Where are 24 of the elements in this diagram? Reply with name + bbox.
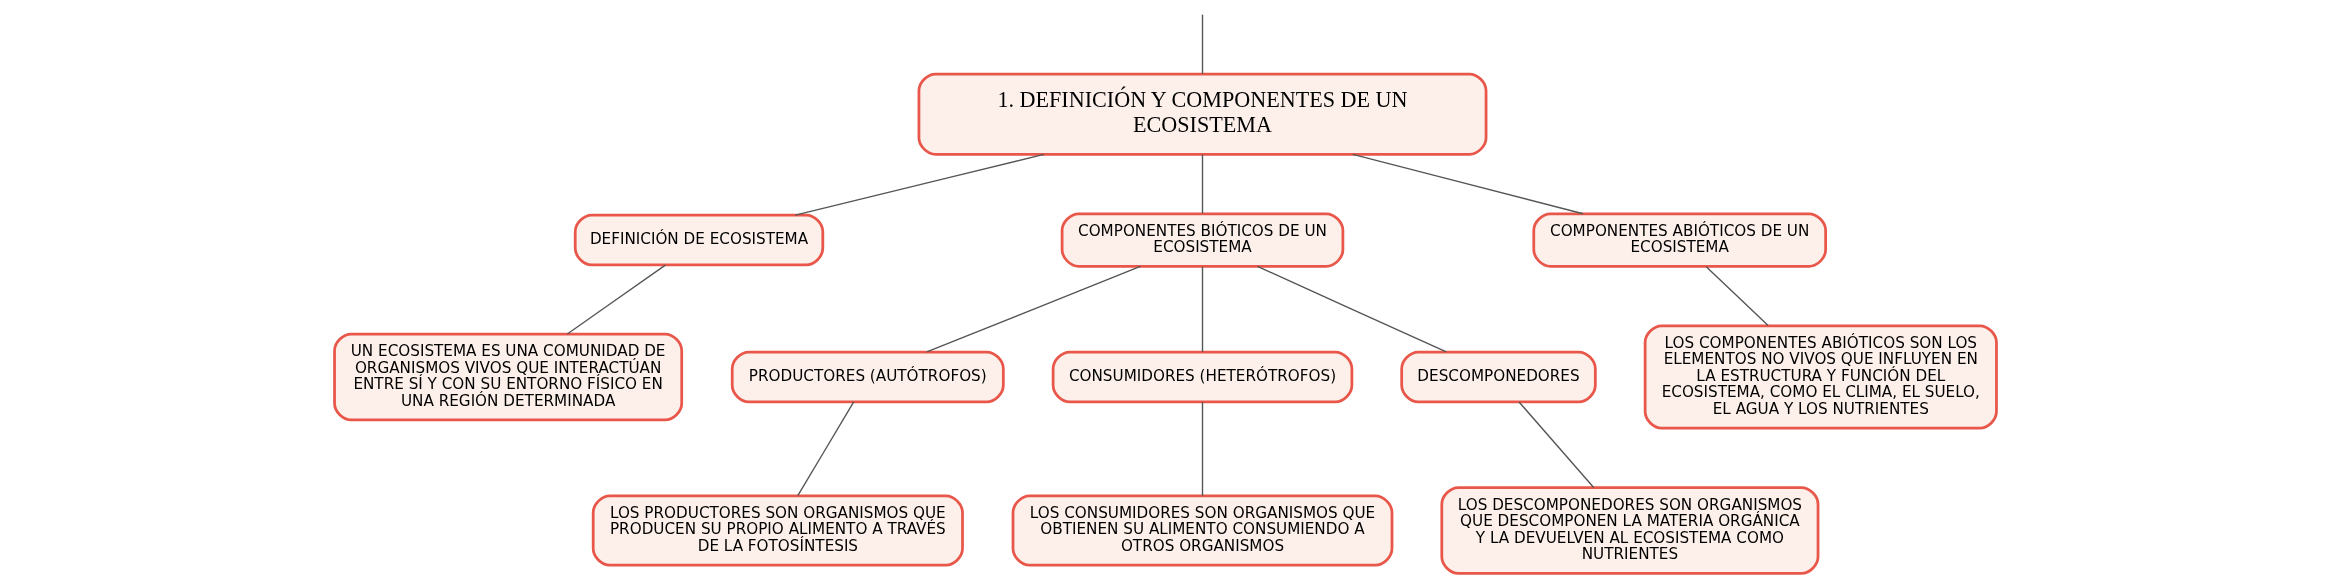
connector [1351,153,1584,215]
node-box: COMPONENTES BIÓTICOS DE UN ECOSISTEMA [1060,212,1344,268]
node-box: PRODUCTORES (AUTÓTROFOS) [730,350,1005,404]
node-box: LOS CONSUMIDORES SON ORGANISMOS QUE OBTIENEN SU ALIMENTO CONSUMIENDO A OTROS ORGANISMOS [1011,494,1393,567]
connector [1201,266,1203,353]
node-box: LOS DESCOMPONEDORES SON ORGANISMOS QUE DESCOMPONEN LA MATERIA ORGÁNICA Y LA DEVUELVEN AL ECOSISTEMA COMO NUTRIENTES [1439,486,1819,575]
connector [1201,401,1203,497]
connector [925,265,1141,353]
connector [1705,266,1769,327]
node-box: LOS COMPONENTES ABIÓTICOS SON LOS ELEMENTOS NO VIVOS QUE INFLUYEN EN LA ESTRUCTURA Y FUNCIÓN DEL ECOSISTEMA, COMO EL CLIMA, EL SUELO, EL AGUA Y LOS NUTRIENTES [1643,324,1998,430]
node-box: DESCOMPONEDORES [1399,350,1597,404]
node-box: DEFINICIÓN DE ECOSISTEMA [573,213,824,267]
connector [1201,153,1203,215]
connector [566,264,666,335]
connector [1256,265,1447,353]
node-box: 1. DEFINICIÓN Y COMPONENTES DE UN ECOSISTEMA [917,72,1487,156]
node-box: COMPONENTES ABIÓTICOS DE UN ECOSISTEMA [1531,212,1827,268]
node-box: UN ECOSISTEMA ES UNA COMUNIDAD DE ORGANISMOS VIVOS QUE INTERACTÚAN ENTRE SÍ Y CON SU ENTORNO FÍSICO EN UNA REGIÓN DETERMINADA [332,332,683,422]
connector [796,401,854,497]
connector [1201,13,1203,75]
connector [794,153,1045,216]
connector [1517,401,1594,489]
node-box: LOS PRODUCTORES SON ORGANISMOS QUE PRODUCEN SU PROPIO ALIMENTO A TRAVÉS DE LA FOTOSÍNTESIS [591,494,964,567]
node-box: CONSUMIDORES (HETERÓTROFOS) [1051,350,1353,404]
